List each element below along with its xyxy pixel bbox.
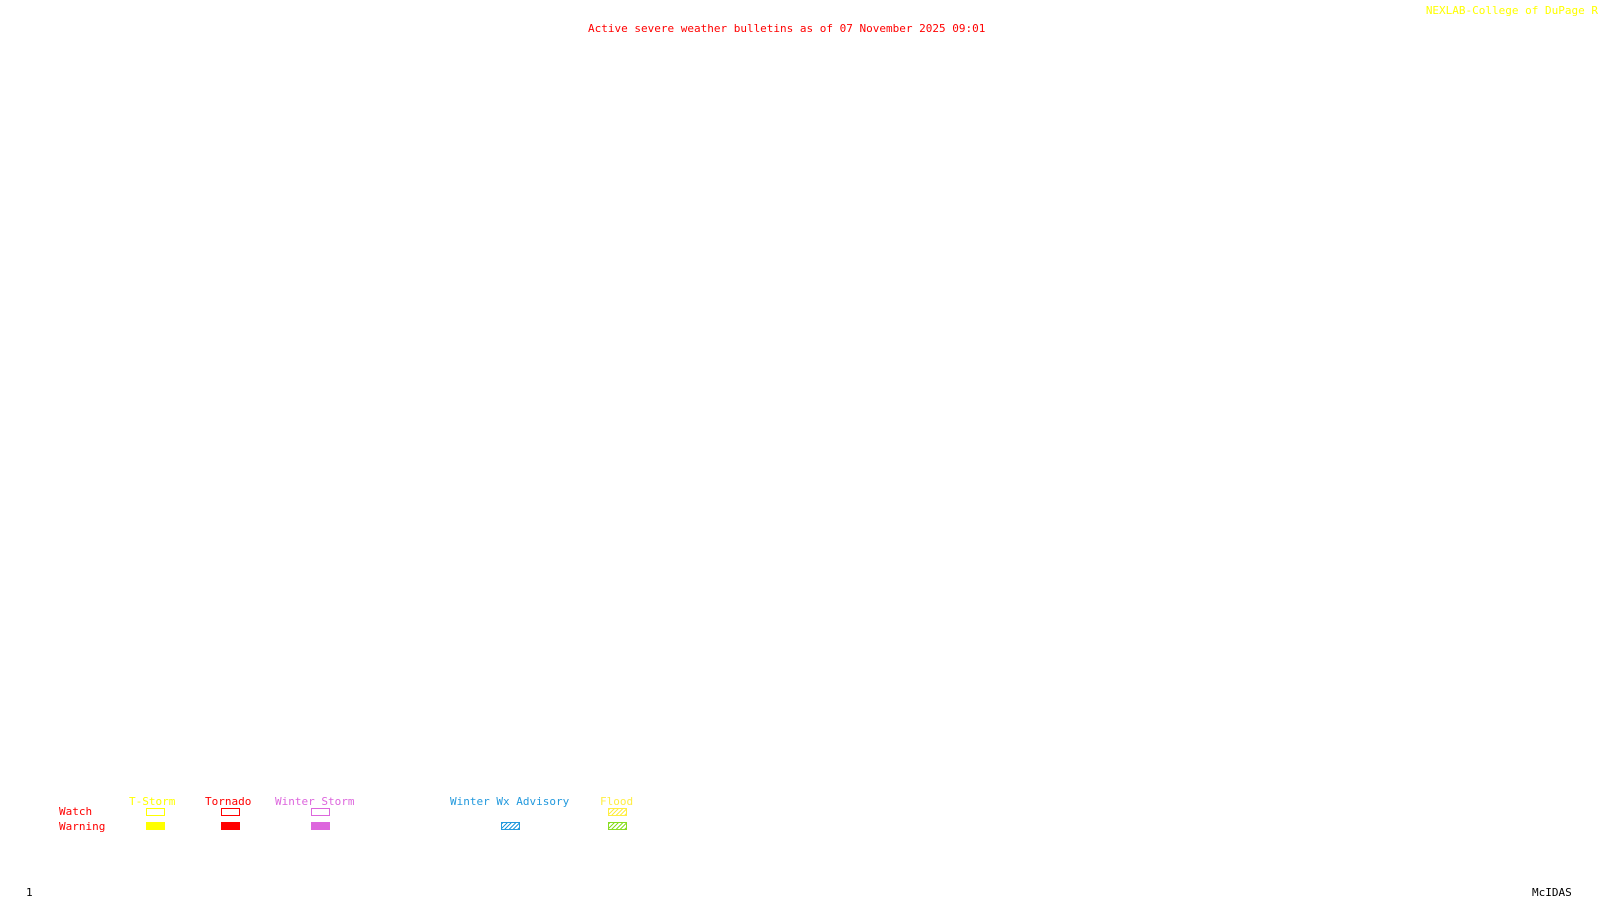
legend-row-label-watch: Watch: [59, 805, 93, 818]
source-credit: NEXLAB-College of DuPage R: [1425, 4, 1598, 17]
map-area: [0, 40, 1600, 780]
legend-row-label-warning: Warning: [59, 820, 106, 833]
legend-label-winter-wx-advisory: Winter Wx Advisory: [450, 795, 570, 808]
frame-number: 1: [26, 886, 33, 899]
winter-storm-watch-swatch: [311, 808, 330, 816]
software-label: McIDAS: [1532, 886, 1572, 899]
page-title: Active severe weather bulletins as of 07…: [588, 22, 986, 35]
flood-watch-swatch: [608, 808, 627, 816]
legend-label-winter-storm: Winter Storm: [275, 795, 355, 808]
winter-wx-advisory-swatch: [501, 822, 520, 830]
tstorm-warning-swatch: [146, 822, 165, 830]
winter-storm-warning-swatch: [311, 822, 330, 830]
legend-label-tornado: Tornado: [205, 795, 252, 808]
legend-label-tstorm: T-Storm: [129, 795, 176, 808]
tornado-warning-swatch: [221, 822, 240, 830]
legend-label-flood: Flood: [600, 795, 634, 808]
flood-warning-swatch: [608, 822, 627, 830]
tornado-watch-swatch: [221, 808, 240, 816]
tstorm-watch-swatch: [146, 808, 165, 816]
